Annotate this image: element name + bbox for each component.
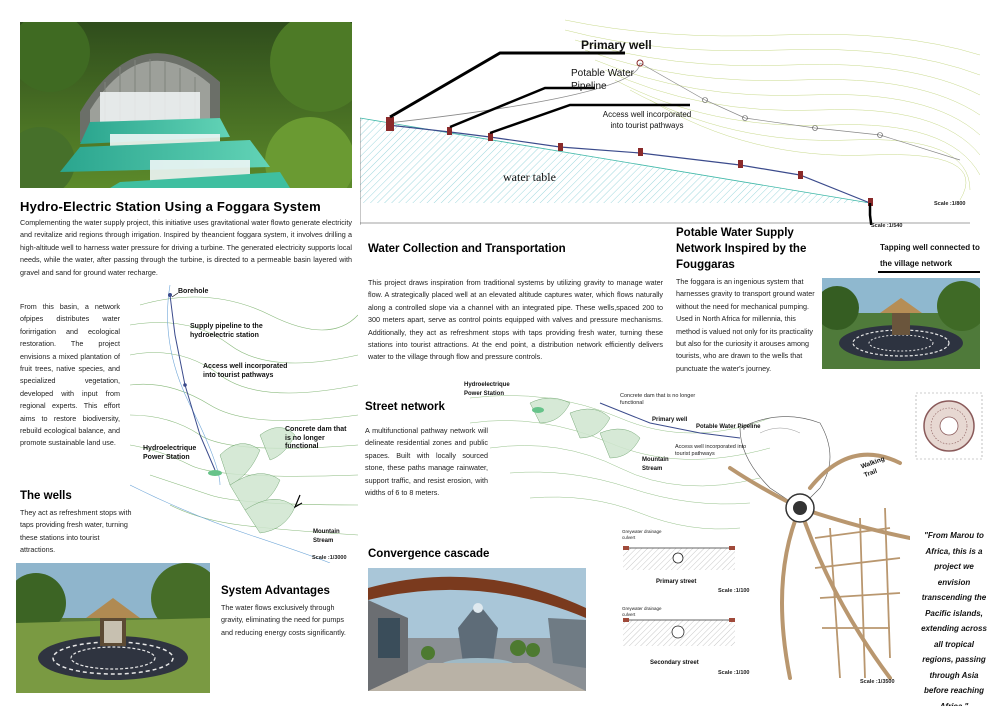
collection-title: Water Collection and Transportation [368, 243, 566, 255]
section-access-well-label: Access well incorporated into tourist pa… [602, 110, 692, 130]
advantages-text: The water flows exclusively through grav… [221, 603, 346, 637]
street-section-diagrams [618, 538, 748, 668]
secondary-street-label: Secondary street [650, 660, 699, 666]
closing-quote: "From Marou to Africa, this is a project… [921, 531, 987, 706]
primary-culvert-label: Greywater drainage culvert [622, 529, 662, 540]
map1-supply-label: Supply pipeline to the hydroelectric sta… [190, 323, 263, 339]
map1-dam-label: Concrete dam that is no longer functiona… [285, 426, 347, 450]
map1-access-label: Access well incorporated into tourist pa… [203, 363, 288, 379]
map2-stream-label: Mountain Stream [642, 457, 669, 472]
section-water-table-label: water table [503, 170, 556, 184]
map1-stream-label: Mountain Stream [313, 529, 340, 544]
primary-street-label: Primary street [656, 579, 697, 585]
site-map-hydro [130, 285, 358, 563]
street-text: A multifunctional pathway network will d… [365, 426, 488, 498]
section-scale-a: Scale :1/800 [934, 201, 966, 207]
secondary-culvert-label: Greywater drainage culvert [622, 606, 662, 617]
potable-title: Potable Water Supply Network Inspired by… [676, 227, 807, 271]
tapping-underline [878, 271, 980, 273]
map2-dam-label: Concrete dam that is no longer functiona… [620, 393, 696, 406]
advantages-title: System Advantages [221, 585, 330, 597]
village-site-map [470, 378, 910, 690]
hydro-basin-text: From this basin, a network ofpipes distr… [20, 302, 120, 448]
wells-title: The wells [20, 490, 72, 502]
section-scale-b: Scale :1/540 [871, 223, 903, 229]
street-title: Street network [365, 401, 445, 413]
map2-primary-label: Primary well [652, 417, 688, 423]
hydro-title: Hydro-Electric Station Using a Foggara S… [20, 199, 321, 214]
convergence-cascade-render [368, 568, 586, 691]
hydro-cascade-photo [20, 22, 352, 188]
well-pavilion-photo [16, 563, 210, 693]
map1-station-label: Hydroelectrique Power Station [143, 445, 197, 461]
convergence-title: Convergence cascade [368, 548, 490, 560]
map2-access-label: Access well incorporated into tourist pa… [675, 444, 747, 457]
map1-scale: Scale :1/3000 [312, 555, 347, 561]
map2-station-label: Hydroelectrique Power Station [464, 382, 510, 397]
potable-fountain-photo [822, 278, 980, 369]
foggara-section-diagram [360, 15, 980, 225]
map2-scale: Scale :1/3500 [860, 679, 895, 685]
potable-text: The foggara is an ingenious system that … [676, 277, 815, 373]
section-primary-well-label: Primary well [581, 38, 652, 52]
secondary-street-scale: Scale :1/100 [718, 670, 750, 676]
wells-text: They act as refreshment stops with taps … [20, 508, 132, 555]
map1-borehole-label: Borehole [178, 288, 209, 295]
collection-text: This project draws inspiration from trad… [368, 278, 663, 362]
section-tapping-label: Tapping well connected to the village ne… [880, 243, 980, 268]
plaza-detail-inset [915, 392, 983, 460]
map2-pipeline-label: Potable Water Pipeline [696, 424, 761, 430]
hydro-intro-text: Complementing the water supply project, … [20, 218, 352, 277]
primary-street-scale: Scale :1/100 [718, 588, 750, 594]
section-pipeline-label: Potable Water Pipeline [571, 68, 634, 92]
